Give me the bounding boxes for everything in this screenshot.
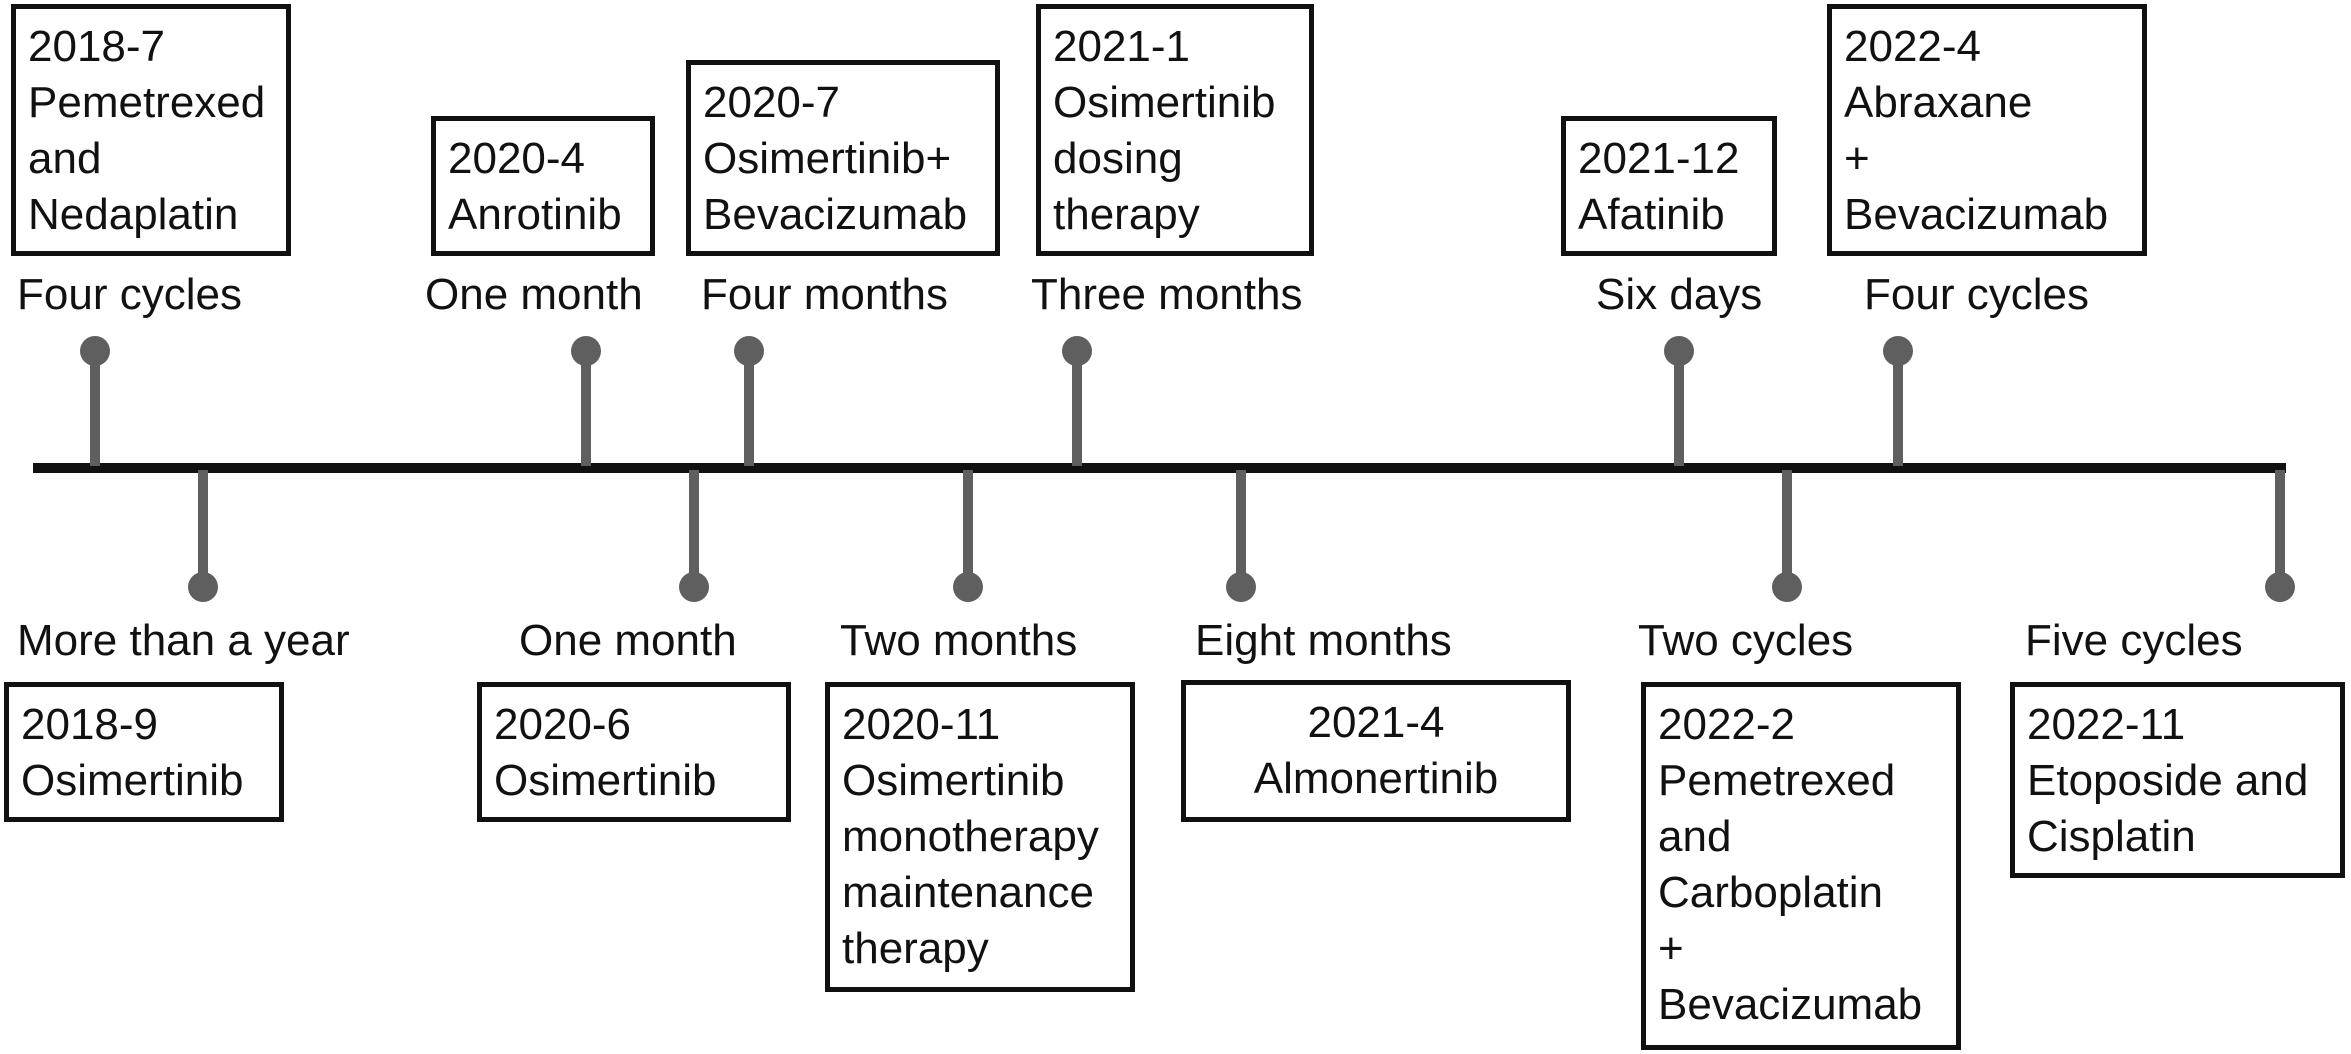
upper-event-line: Bevacizumab (703, 190, 968, 239)
timeline-axis (33, 463, 2286, 473)
lower-event-line: maintenance (842, 868, 1094, 917)
lower-marker-5 (2265, 572, 2295, 602)
lower-event-box-3: 2021-4 Almonertinib (1181, 680, 1571, 822)
lower-event-line: and (1658, 812, 1732, 861)
upper-duration-3: Three months (1031, 270, 1303, 319)
lower-marker-1 (679, 572, 709, 602)
lower-event-box-1: 2020-6 Osimertinib (477, 682, 791, 822)
lower-event-box-5: 2022-11 Etoposide and Cisplatin (2010, 682, 2345, 878)
upper-event-line: Pemetrexed (28, 78, 266, 127)
upper-event-date-1: 2020-4 (448, 134, 586, 183)
upper-marker-5 (1883, 336, 1913, 366)
upper-stem-0 (90, 352, 100, 466)
upper-event-date-2: 2020-7 (703, 78, 841, 127)
lower-duration-2: Two months (840, 616, 1078, 665)
upper-event-box-3: 2021-1 Osimertinib dosing therapy (1036, 4, 1314, 256)
lower-duration-5: Five cycles (2025, 616, 2243, 665)
upper-event-line: Osimertinib (1053, 78, 1276, 127)
lower-event-line: + (1658, 924, 1684, 973)
upper-event-date-0: 2018-7 (28, 22, 166, 71)
upper-stem-5 (1893, 352, 1903, 466)
lower-stem-3 (1236, 470, 1246, 586)
upper-duration-2: Four months (701, 270, 948, 319)
lower-event-line: Bevacizumab (1658, 980, 1923, 1029)
upper-event-line: and (28, 134, 102, 183)
upper-event-date-5: 2022-4 (1844, 22, 1982, 71)
upper-duration-5: Four cycles (1864, 270, 2089, 319)
lower-event-line: Cisplatin (2027, 812, 2196, 861)
lower-event-line: Pemetrexed (1658, 756, 1896, 805)
lower-event-line: Osimertinib (21, 756, 244, 805)
lower-event-line: Etoposide and (2027, 756, 2309, 805)
upper-marker-1 (571, 336, 601, 366)
lower-event-line: Carboplatin (1658, 868, 1884, 917)
upper-event-date-4: 2021-12 (1578, 134, 1740, 183)
lower-marker-3 (1226, 572, 1256, 602)
lower-marker-0 (188, 572, 218, 602)
upper-event-box-4: 2021-12 Afatinib (1561, 116, 1777, 256)
upper-stem-2 (744, 352, 754, 466)
lower-stem-2 (963, 470, 973, 586)
lower-stem-5 (2275, 470, 2285, 586)
lower-event-line: Osimertinib (494, 756, 717, 805)
lower-duration-1: One month (519, 616, 737, 665)
lower-event-line: monotherapy (842, 812, 1099, 861)
upper-event-line: dosing (1053, 134, 1183, 183)
upper-stem-4 (1674, 352, 1684, 466)
lower-event-date-2: 2020-11 (842, 700, 1001, 749)
lower-event-date-4: 2022-2 (1658, 700, 1796, 749)
lower-marker-2 (953, 572, 983, 602)
upper-marker-2 (734, 336, 764, 366)
lower-stem-4 (1782, 470, 1792, 586)
upper-marker-3 (1062, 336, 1092, 366)
upper-stem-1 (581, 352, 591, 466)
upper-duration-0: Four cycles (17, 270, 242, 319)
lower-marker-4 (1772, 572, 1802, 602)
upper-marker-0 (80, 336, 110, 366)
lower-event-date-1: 2020-6 (494, 700, 632, 749)
upper-marker-4 (1664, 336, 1694, 366)
lower-event-box-2: 2020-11 Osimertinib monotherapy maintena… (825, 682, 1135, 992)
lower-event-date-0: 2018-9 (21, 700, 159, 749)
upper-event-line: Abraxane (1844, 78, 2033, 127)
upper-event-line: Afatinib (1578, 190, 1725, 239)
lower-duration-4: Two cycles (1638, 616, 1854, 665)
lower-event-line: Almonertinib (1253, 754, 1499, 803)
upper-event-box-5: 2022-4 Abraxane + Bevacizumab (1827, 4, 2147, 256)
lower-duration-0: More than a year (17, 616, 350, 665)
lower-stem-1 (689, 470, 699, 586)
upper-event-line: Anrotinib (448, 190, 622, 239)
upper-event-box-0: 2018-7 Pemetrexed and Nedaplatin (11, 4, 291, 256)
lower-event-box-0: 2018-9 Osimertinib (4, 682, 284, 822)
upper-event-line: Osimertinib+ (703, 134, 952, 183)
lower-duration-3: Eight months (1195, 616, 1452, 665)
upper-duration-4: Six days (1596, 270, 1763, 319)
upper-event-line: Bevacizumab (1844, 190, 2109, 239)
lower-stem-0 (198, 470, 208, 586)
lower-event-line: therapy (842, 924, 989, 973)
upper-event-box-1: 2020-4 Anrotinib (431, 116, 655, 256)
lower-event-date-5: 2022-11 (2027, 700, 2186, 749)
lower-event-date-3: 2021-4 (1307, 698, 1445, 747)
upper-duration-1: One month (425, 270, 643, 319)
upper-event-box-2: 2020-7 Osimertinib+ Bevacizumab (686, 60, 1000, 256)
upper-stem-3 (1072, 352, 1082, 466)
lower-event-line: Osimertinib (842, 756, 1065, 805)
upper-event-line: + (1844, 134, 1870, 183)
upper-event-line: Nedaplatin (28, 190, 239, 239)
upper-event-line: therapy (1053, 190, 1200, 239)
lower-event-box-4: 2022-2 Pemetrexed and Carboplatin + Beva… (1641, 682, 1961, 1050)
upper-event-date-3: 2021-1 (1053, 22, 1191, 71)
